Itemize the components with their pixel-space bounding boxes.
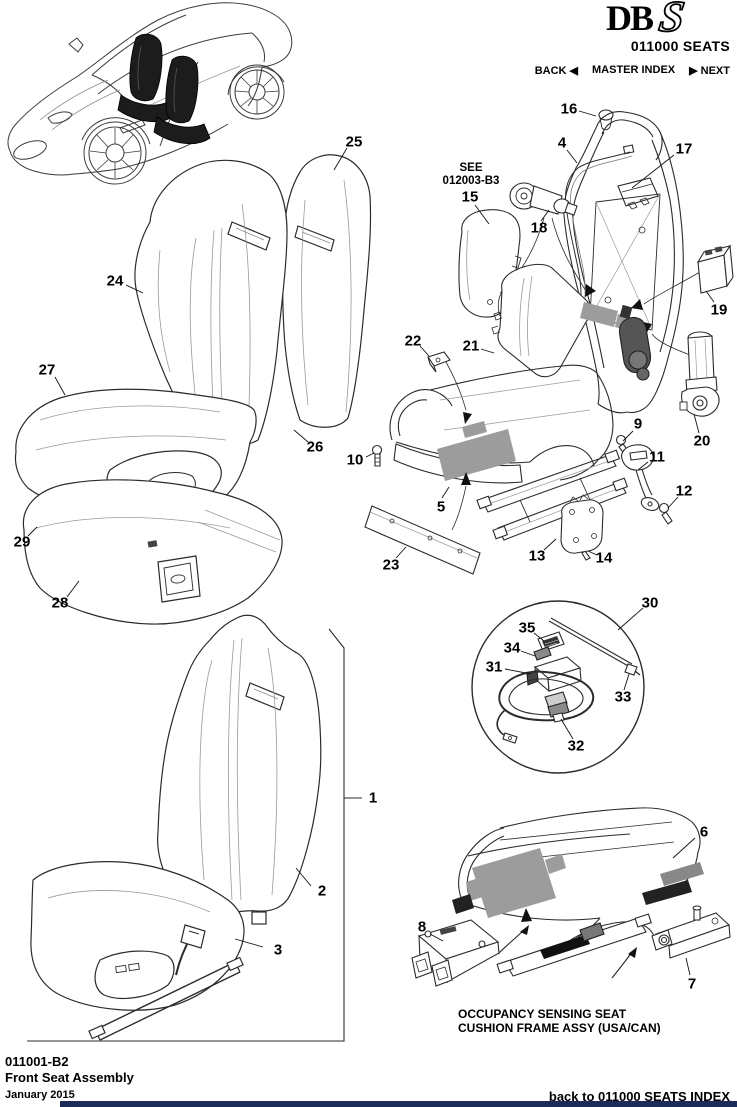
cushion-frame-art	[364, 364, 673, 575]
next-arrow-icon: ▶	[689, 65, 698, 77]
clip-22-art	[427, 351, 467, 411]
callout-17: 17	[675, 140, 693, 158]
callout-29: 29	[13, 533, 31, 551]
see-reference-note: SEE 012003-B3	[443, 162, 500, 187]
callout-25: 25	[345, 133, 363, 151]
master-index-button[interactable]: MASTER INDEX	[592, 64, 676, 76]
occupancy-caption: OCCUPANCY SENSING SEAT CUSHION FRAME ASS…	[458, 1007, 661, 1035]
callout-33: 33	[614, 688, 632, 706]
callout-12: 12	[675, 482, 693, 500]
occupancy-caption-line1: OCCUPANCY SENSING SEAT	[458, 1007, 627, 1021]
complete-seat-art	[27, 614, 362, 1042]
callout-28: 28	[51, 594, 69, 612]
callout-2: 2	[317, 882, 327, 900]
backrest-frame-art	[427, 109, 734, 417]
rail-7-art	[651, 905, 731, 959]
page-header: DB S 011000 SEATS BACK ◀ MASTER INDEX ▶ …	[535, 0, 730, 77]
callout-22: 22	[404, 332, 422, 350]
back-button[interactable]: BACK ◀	[534, 65, 578, 77]
callout-9: 9	[633, 415, 643, 433]
doc-code: 011001-B2	[5, 1054, 69, 1069]
next-button[interactable]: ▶ NEXT	[689, 65, 730, 77]
callout-8: 8	[417, 918, 427, 936]
doc-title: Front Seat Assembly	[5, 1070, 134, 1085]
callout-14: 14	[595, 549, 613, 567]
callout-30: 30	[641, 594, 659, 612]
callout-35: 35	[518, 619, 536, 637]
brand-logo: DB S	[606, 0, 688, 36]
callout-16: 16	[560, 100, 578, 118]
header-nav: BACK ◀ MASTER INDEX ▶ NEXT	[535, 64, 730, 77]
callout-1: 1	[368, 789, 378, 807]
section-title: 011000 SEATS	[630, 38, 730, 54]
seat-cushion-covers-art	[14, 388, 283, 625]
callout-13: 13	[528, 547, 546, 565]
leader-lines	[27, 110, 715, 976]
callout-19: 19	[710, 301, 728, 319]
recline-motor-art	[679, 331, 720, 417]
callout-6: 6	[699, 823, 709, 841]
callout-32: 32	[567, 737, 585, 755]
callout-11: 11	[649, 448, 665, 466]
occupancy-module-art	[411, 919, 500, 987]
callout-15: 15	[461, 188, 479, 206]
back-to-index-link[interactable]: back to 011000 SEATS INDEX	[548, 1089, 730, 1104]
callout-27: 27	[38, 361, 56, 379]
callout-26: 26	[306, 438, 324, 456]
callout-31: 31	[485, 658, 503, 676]
occupancy-caption-line2: CUSHION FRAME ASSY (USA/CAN)	[458, 1020, 661, 1035]
car-illustration	[7, 2, 293, 185]
doc-date: January 2015	[5, 1089, 75, 1101]
callout-7: 7	[687, 975, 697, 993]
callout-3: 3	[273, 941, 283, 959]
sensor-detail-circle-art	[471, 600, 645, 774]
callout-5: 5	[436, 498, 446, 516]
callout-10: 10	[346, 451, 364, 469]
front-wheel	[83, 121, 147, 185]
seat-back-covers-art	[134, 154, 372, 447]
callout-23: 23	[382, 556, 400, 574]
logo-s-text: S	[656, 0, 687, 36]
rear-wheel	[229, 64, 285, 120]
see-reference-line2: 012003-B3	[442, 174, 500, 187]
callout-20: 20	[693, 432, 711, 450]
callout-18: 18	[530, 219, 548, 237]
callout-34: 34	[503, 639, 521, 657]
callout-4: 4	[557, 134, 567, 152]
logo-db-text: DB	[606, 0, 654, 36]
callout-21: 21	[462, 337, 480, 355]
see-reference-line1: SEE	[459, 162, 483, 174]
highlighted-seats	[117, 33, 211, 145]
callout-24: 24	[106, 272, 124, 290]
headrest-motor-art	[499, 182, 587, 294]
occupancy-frame-art	[411, 807, 731, 987]
footer-bar	[60, 1101, 737, 1107]
module-19-art	[696, 244, 734, 294]
bolt-art	[371, 434, 673, 561]
back-arrow-icon: ◀	[569, 65, 578, 77]
